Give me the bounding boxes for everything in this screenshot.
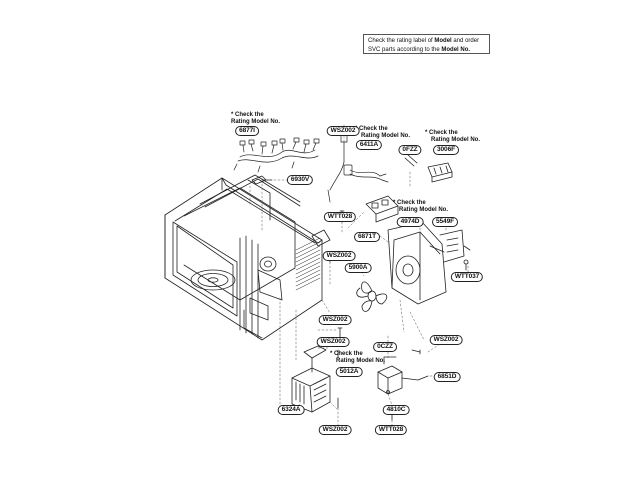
rating-note-3-line1: * Check the [425, 130, 458, 136]
part-6871t[interactable]: 6871T [354, 232, 380, 242]
notice-line1-post: and order [451, 38, 480, 44]
part-6411a[interactable]: 6411A [355, 140, 383, 150]
rating-note-4: * Check the Rating Model No. [393, 200, 448, 214]
rating-note-3-line2: Rating Model No. [431, 137, 480, 143]
fan-blade [356, 281, 388, 312]
part-5012a[interactable]: 5012A [335, 367, 363, 377]
part-wtt028-bottom[interactable]: WTT028 [374, 425, 408, 435]
switch-3006f [427, 162, 453, 183]
wire-harness [233, 137, 320, 173]
oven-cavity [164, 174, 331, 341]
rating-note-2-line2: Rating Model No. [361, 133, 410, 139]
rating-note-1-line2: Rating Model No. [231, 119, 280, 125]
fan-bracket [387, 221, 471, 305]
part-4810c[interactable]: 4810C [382, 405, 410, 415]
part-6324a[interactable]: 6324A [277, 405, 305, 415]
rating-note-2-line1: * Check the [355, 126, 388, 132]
part-wsz002-right[interactable]: WSZ002 [429, 335, 463, 345]
part-wsz002-top[interactable]: WSZ002 [326, 126, 360, 136]
part-0czz[interactable]: 0CZZ [373, 342, 397, 352]
rating-note-2: * Check the Rating Model No. [355, 126, 410, 140]
rating-note-4-line1: * Check the [393, 200, 426, 206]
notice-line2-bold: Model No. [441, 47, 471, 53]
part-6877i[interactable]: 6877I [235, 126, 259, 136]
notice-line1-bold: Model [434, 38, 452, 44]
part-5900a[interactable]: 5900A [344, 263, 372, 273]
part-wtt028-top[interactable]: WTT028 [323, 212, 357, 222]
rating-note-4-line2: Rating Model No. [399, 207, 448, 213]
leader-lines [249, 124, 469, 429]
model-check-notice: Check the rating label of Model and orde… [363, 34, 490, 54]
hv-capacitor [377, 356, 429, 395]
wire-harness-6411a [327, 133, 389, 203]
part-3006f[interactable]: 3006F [433, 145, 459, 155]
part-wsz002-left2[interactable]: WSZ002 [316, 337, 350, 347]
part-6930v[interactable]: 6930V [286, 175, 314, 185]
part-wsz002-left1[interactable]: WSZ002 [318, 315, 352, 325]
part-wtt037[interactable]: WTT037 [450, 272, 484, 282]
rating-note-1: * Check the Rating Model No. [231, 112, 280, 126]
rating-note-5: * Check the Rating Model No. [330, 351, 385, 365]
latch-board [365, 195, 399, 223]
connector-6930v [251, 175, 273, 185]
rating-note-5-line2: Rating Model No. [336, 358, 385, 364]
part-wsz002-mid[interactable]: WSZ002 [322, 251, 356, 261]
part-5549f[interactable]: 5549F [432, 217, 458, 227]
fuse-0fzz [404, 154, 418, 167]
part-6851d[interactable]: 6851D [433, 372, 461, 382]
notice-line1-pre: Check the rating label of [368, 38, 435, 44]
part-4974d[interactable]: 4974D [396, 217, 424, 227]
transformer-6324a [291, 345, 331, 413]
notice-line2-pre: SVC parts according to the [368, 47, 442, 53]
rating-note-5-line1: * Check the [330, 351, 363, 357]
part-0fzz[interactable]: 0FZZ [398, 145, 422, 155]
part-wsz002-bottom[interactable]: WSZ002 [318, 425, 352, 435]
rating-note-3: * Check the Rating Model No. [425, 130, 480, 144]
rating-note-1-line1: * Check the [231, 112, 264, 118]
